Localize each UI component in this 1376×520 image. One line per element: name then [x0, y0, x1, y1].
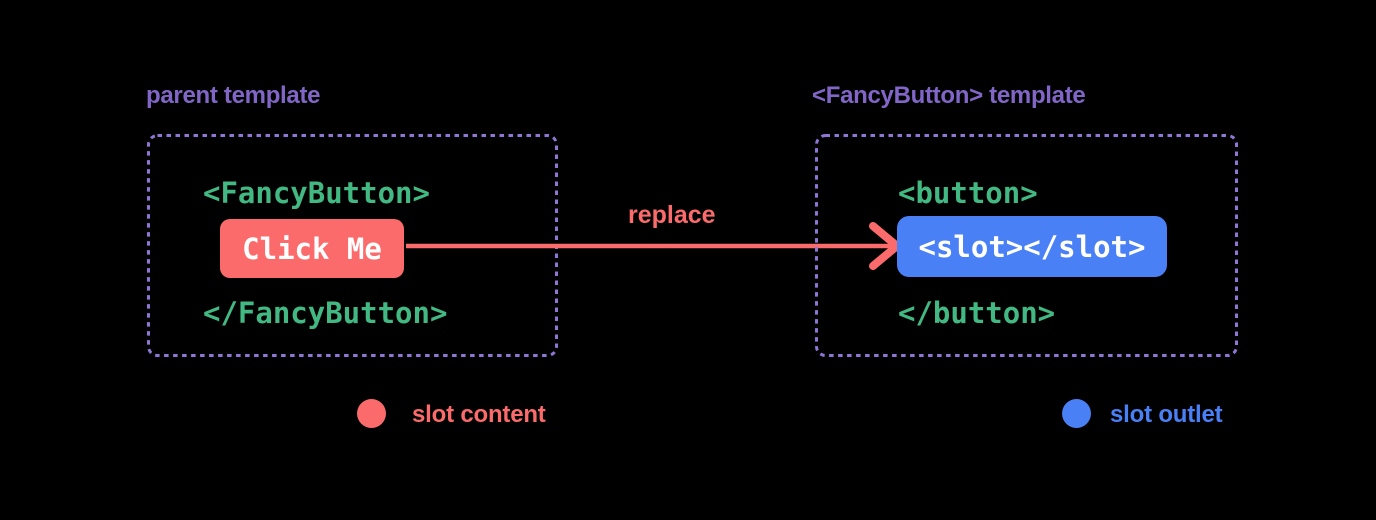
slot-outlet-label: slot outlet [1110, 401, 1223, 428]
slot-content-dot [357, 399, 386, 428]
parent-close-tag-code: </FancyButton> [203, 296, 448, 330]
parent-open-tag-code: <FancyButton> [203, 176, 430, 210]
button-open-tag-code: <button> [898, 176, 1038, 210]
replace-arrow [406, 222, 901, 270]
replace-label: replace [628, 201, 716, 229]
button-close-tag-code: </button> [898, 296, 1056, 330]
slot-outlet-dot [1062, 399, 1091, 428]
slot-content-label: slot content [412, 401, 546, 428]
click-me-button-label: Click Me [242, 231, 382, 266]
slot-outlet-box: <slot></slot> [897, 216, 1167, 277]
slot-tag-code: <slot></slot> [918, 229, 1146, 264]
parent-template-title: parent template [146, 82, 321, 109]
fancybutton-template-title: <FancyButton> template [812, 82, 1086, 109]
click-me-button: Click Me [220, 219, 404, 278]
